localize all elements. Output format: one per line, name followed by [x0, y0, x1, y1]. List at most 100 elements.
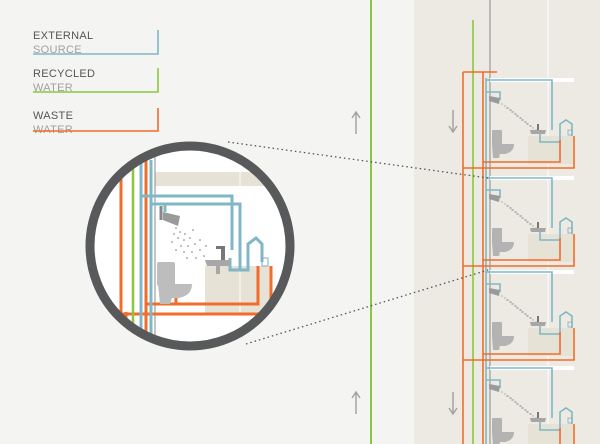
- floor-waste-branch: [559, 428, 561, 444]
- shower-spray-dot: [509, 397, 511, 399]
- shower-spray-dot: [514, 305, 516, 307]
- shower-spray-dot: [510, 109, 512, 111]
- toilet-icon: [492, 322, 502, 338]
- legend-external-line2: SOURCE: [33, 44, 82, 56]
- shower-spray-dot: [521, 407, 523, 409]
- floor-external-pipe: [486, 271, 553, 322]
- shower-spray-dot: [510, 301, 512, 303]
- floor-external-pipe: [486, 367, 553, 418]
- shower-spray-dot: [504, 105, 506, 107]
- shower-spray-dot: [519, 309, 521, 311]
- shower-spray-dot: [516, 307, 518, 309]
- shower-spray-dot: [522, 311, 524, 313]
- shower-spray-dot: [520, 309, 522, 311]
- showerhead-icon: [489, 384, 500, 392]
- faucet-icon: [537, 316, 539, 322]
- flow-down-arrow-icon: [448, 110, 458, 134]
- shower-spray: [171, 227, 207, 259]
- toilet-icon: [492, 242, 514, 256]
- shower-spray-dot: [527, 315, 529, 317]
- shower-spray-dot: [524, 409, 526, 411]
- showerhead-icon: [489, 96, 500, 104]
- shower-spray-dot: [516, 213, 518, 215]
- shower-spray-dot: [504, 393, 506, 395]
- sink-icon: [530, 418, 546, 422]
- shower-spray-dot: [524, 219, 526, 221]
- toilet-icon: [492, 228, 502, 244]
- floor-external-branch: [486, 283, 501, 292]
- sink-icon: [530, 322, 546, 326]
- floor-waste-branch: [483, 140, 561, 163]
- flow-up-arrow-icon: [351, 110, 361, 134]
- shower-spray-dot: [525, 121, 527, 123]
- legend-waste: WASTE WATER: [33, 108, 159, 136]
- shower-spray-dot: [520, 117, 522, 119]
- shower-spray-dot: [501, 295, 503, 297]
- building-floors: [463, 78, 575, 444]
- shower-spray-dot: [506, 299, 508, 301]
- shower-spray-dot: [517, 307, 519, 309]
- toilet-icon: [492, 418, 502, 434]
- shower-spray-dot: [511, 303, 513, 305]
- showerhead-icon: [489, 288, 500, 296]
- floor-waste-pipe: [463, 328, 575, 361]
- floor-waste-branch: [483, 238, 561, 261]
- shower-spray-dot: [522, 119, 524, 121]
- shower-spray-dot: [510, 397, 512, 399]
- showerhead-icon: [159, 206, 180, 226]
- shower-spray-dot: [504, 297, 506, 299]
- magnified-detail: [85, 141, 295, 351]
- shower-spray-dot: [511, 209, 513, 211]
- toilet-icon: [492, 336, 514, 350]
- shower-spray-dot: [509, 109, 511, 111]
- toilet-icon: [492, 432, 514, 444]
- shower-spray-dot: [520, 215, 522, 217]
- shower-spray-dot: [521, 119, 523, 121]
- shower-spray-dot: [509, 301, 511, 303]
- shower-spray-dot: [512, 209, 514, 211]
- shower-spray-dot: [512, 303, 514, 305]
- shower-spray-dot: [510, 207, 512, 209]
- shower-spray-dot: [520, 405, 522, 407]
- floor-tub-box: [528, 328, 574, 356]
- faucet-icon: [216, 246, 225, 260]
- faucet-icon: [537, 124, 539, 130]
- toilet-icon: [492, 130, 502, 146]
- glass-icon: [567, 227, 573, 234]
- shower-spray-dot: [517, 213, 519, 215]
- shower-spray-dot: [524, 121, 526, 123]
- shower-spray-dot: [517, 403, 519, 405]
- shower-spray-dot: [529, 125, 531, 127]
- shower-spray-dot: [507, 299, 509, 301]
- shower-spray-dot: [506, 395, 508, 397]
- shower-spray-dot: [519, 117, 521, 119]
- shower-spray-dot: [527, 411, 529, 413]
- shower-spray-dot: [504, 203, 506, 205]
- shower-spray-dot: [507, 205, 509, 207]
- shower-spray-dot: [519, 405, 521, 407]
- zoom-connector-top: [227, 141, 489, 179]
- shower-spray-dot: [517, 115, 519, 117]
- floor-waste-branch: [483, 332, 561, 355]
- zoom-connector-bottom: [245, 269, 489, 345]
- shower-spray-dot: [522, 407, 524, 409]
- shower-spray-dot: [514, 113, 516, 115]
- shower-spray-dot: [516, 115, 518, 117]
- shower-spray-dot: [519, 215, 521, 217]
- shower-spray-dot: [526, 315, 528, 317]
- shower-spray-dot: [521, 217, 523, 219]
- shower-spray-dot: [532, 415, 534, 417]
- floor-external-pipe: [486, 177, 553, 228]
- shower-spray-dot: [507, 107, 509, 109]
- faucet-icon: [537, 412, 539, 418]
- shower-spray-dot: [526, 221, 528, 223]
- floor-tub-box: [528, 136, 574, 164]
- floor-waste-pipe: [573, 424, 575, 444]
- legend-waste-line2: WATER: [33, 124, 73, 136]
- shower-spray-dot: [501, 201, 503, 203]
- shower-spray-dot: [507, 395, 509, 397]
- shower-spray-dot: [511, 399, 513, 401]
- shower-spray-dot: [511, 111, 513, 113]
- glass-icon: [567, 129, 573, 136]
- shower-spray-dot: [521, 311, 523, 313]
